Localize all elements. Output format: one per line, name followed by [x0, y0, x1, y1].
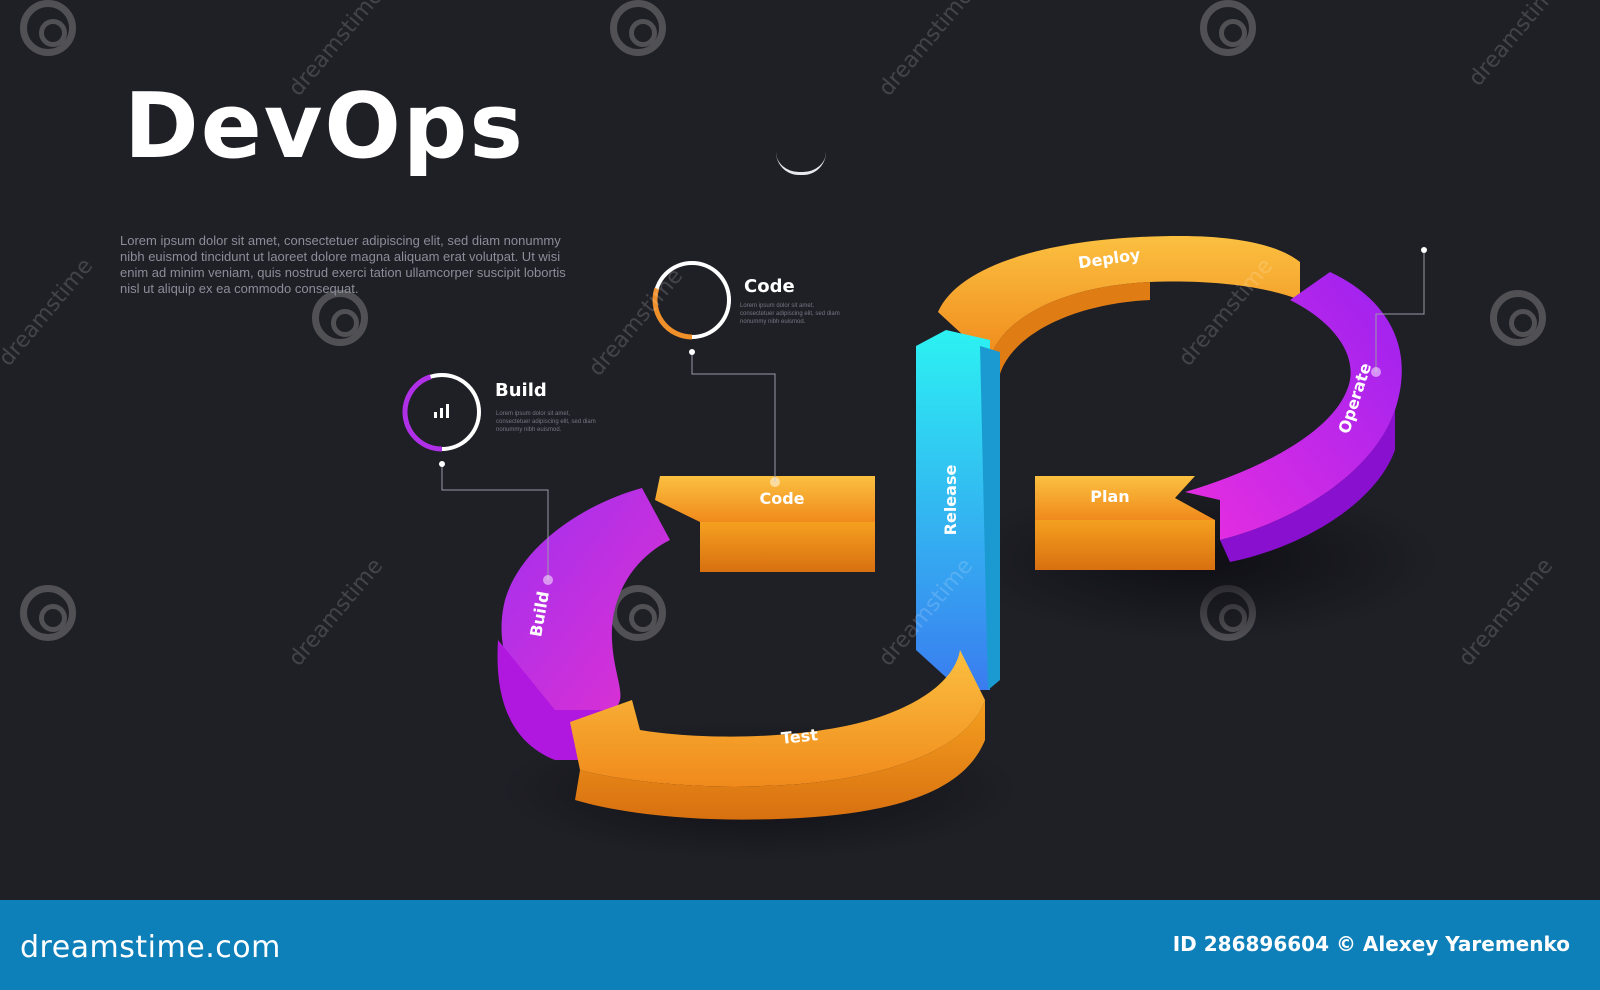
- callout-build-desc: Lorem ipsum dolor sit amet, consectetuer…: [496, 411, 596, 433]
- watermark-spiral-icon: [1200, 0, 1256, 56]
- operate-connector-line: [1375, 250, 1425, 372]
- watermark-spiral-icon: [20, 0, 76, 56]
- operate-anchor-dot: [1371, 367, 1381, 377]
- stage-label-test: Test: [780, 725, 819, 748]
- devops-infinity-diagram: Deploy Operate Plan Release Code: [402, 236, 1440, 860]
- operate-connector-dot: [1421, 247, 1427, 253]
- test-segment: Test: [570, 650, 985, 820]
- infographic-canvas: DevOps Lorem ipsum dolor sit amet, conse…: [0, 0, 1569, 860]
- footer-bar: dreamstime.com ID 286896604 © Alexey Yar…: [0, 900, 1600, 990]
- build-progress-ring: [402, 373, 481, 452]
- callout-code-desc: Lorem ipsum dolor sit amet, consectetuer…: [740, 303, 840, 325]
- plan-segment: Plan: [1035, 476, 1215, 570]
- bar-chart-icon: [434, 404, 449, 418]
- ring-progress-arc: [402, 374, 443, 452]
- watermark-spiral-icon: [312, 290, 368, 346]
- intro-paragraph: Lorem ipsum dolor sit amet, consectetuer…: [120, 233, 566, 296]
- stage-label-code: Code: [759, 489, 804, 508]
- stage-label-release: Release: [941, 465, 960, 536]
- page-title: DevOps: [124, 74, 525, 179]
- code-segment: Code: [655, 476, 875, 572]
- stage-label-plan: Plan: [1090, 487, 1129, 506]
- watermark-spiral-icon: [20, 585, 76, 641]
- ring-progress-arc: [652, 287, 693, 340]
- image-credit: ID 286896604 © Alexey Yaremenko: [1172, 932, 1570, 956]
- code-connector-dot: [689, 349, 695, 355]
- release-segment: Release: [916, 330, 1000, 690]
- code-progress-ring: [652, 261, 731, 340]
- dreamstime-logo-icon[interactable]: dreamstime.com: [20, 930, 281, 965]
- build-connector-dot: [439, 461, 445, 467]
- build-anchor-dot: [543, 575, 553, 585]
- deploy-segment: Deploy: [938, 236, 1300, 374]
- callout-code-title: Code: [744, 276, 795, 297]
- callout-build-title: Build: [495, 380, 547, 401]
- watermark-spiral-icon: [1490, 290, 1546, 346]
- build-connector-line: [441, 464, 549, 580]
- code-anchor-dot: [770, 477, 780, 487]
- watermark-spiral-icon: [610, 0, 666, 56]
- code-connector-line: [691, 352, 776, 482]
- smile-decoration: [776, 152, 826, 175]
